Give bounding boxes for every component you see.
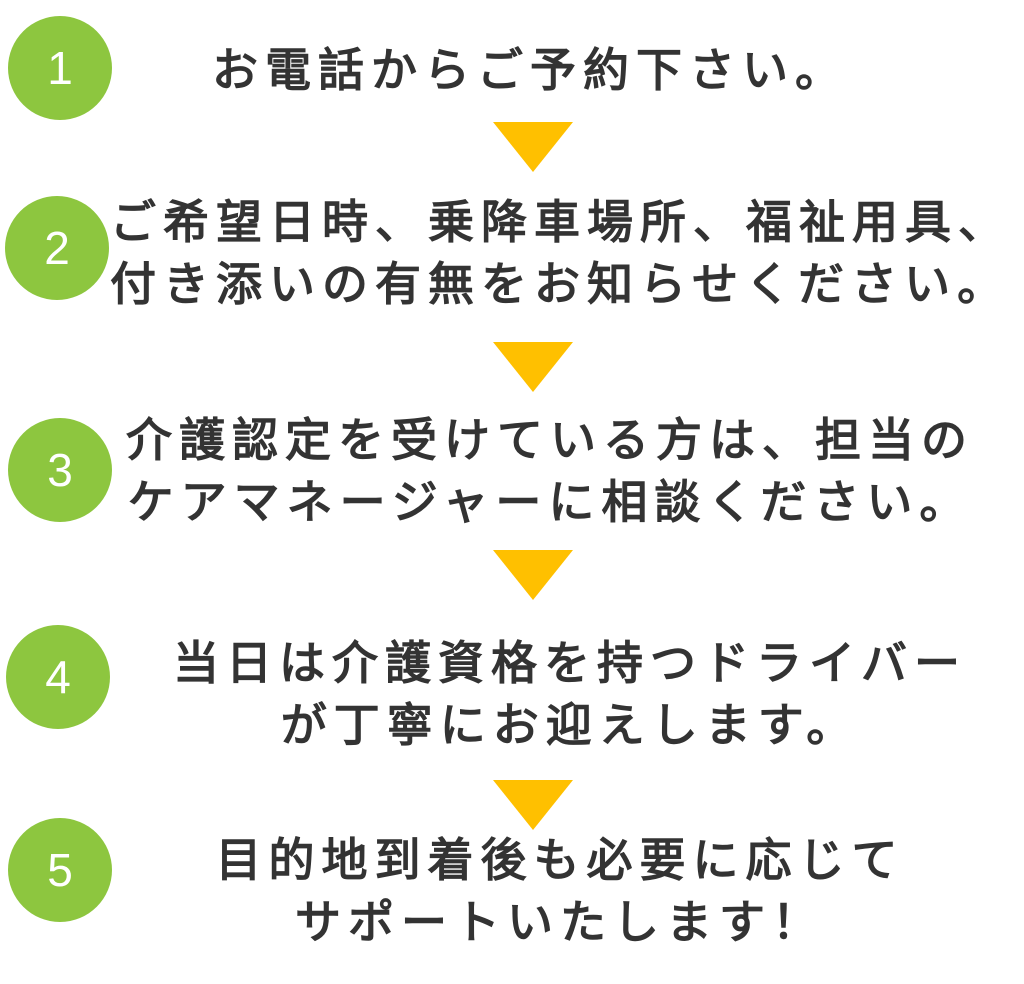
step-3-badge: 3 (8, 418, 112, 522)
step-5-line-2: サポートいたします！ (295, 895, 825, 949)
step-2-line-1: ご希望日時、乗降車場所、福祉用具、 (110, 195, 1011, 249)
step-4-line-2: が丁寧にお迎えします。 (280, 698, 860, 752)
step-4-badge: 4 (6, 625, 110, 729)
step-2-line-2: 付き添いの有無をお知らせください。 (110, 257, 1011, 311)
step-3-text: 介護認定を受けている方は、担当の ケアマネージャーに相談ください。 (110, 409, 990, 533)
step-1-badge: 1 (8, 16, 112, 120)
step-2-badge: 2 (5, 196, 109, 300)
step-5-line-1: 目的地到着後も必要に応じて (215, 833, 905, 887)
down-arrow-icon (493, 780, 573, 830)
step-3-line-2: ケアマネージャーに相談ください。 (127, 475, 973, 529)
step-1-line-1: お電話からご予約下さい。 (212, 43, 848, 97)
step-5-badge: 5 (8, 818, 112, 922)
down-arrow-icon (493, 550, 573, 600)
step-4-line-1: 当日は介護資格を持つドライバー (172, 636, 968, 690)
step-3-line-1: 介護認定を受けている方は、担当の (126, 413, 974, 467)
step-1-text: お電話からご予約下さい。 (150, 39, 910, 101)
step-5-text: 目的地到着後も必要に応じて サポートいたします！ (120, 829, 1000, 953)
down-arrow-icon (493, 122, 573, 172)
down-arrow-icon (493, 342, 573, 392)
step-2-text: ご希望日時、乗降車場所、福祉用具、 付き添いの有無をお知らせください。 (110, 191, 1011, 315)
step-4-text: 当日は介護資格を持つドライバー が丁寧にお迎えします。 (130, 632, 1010, 756)
